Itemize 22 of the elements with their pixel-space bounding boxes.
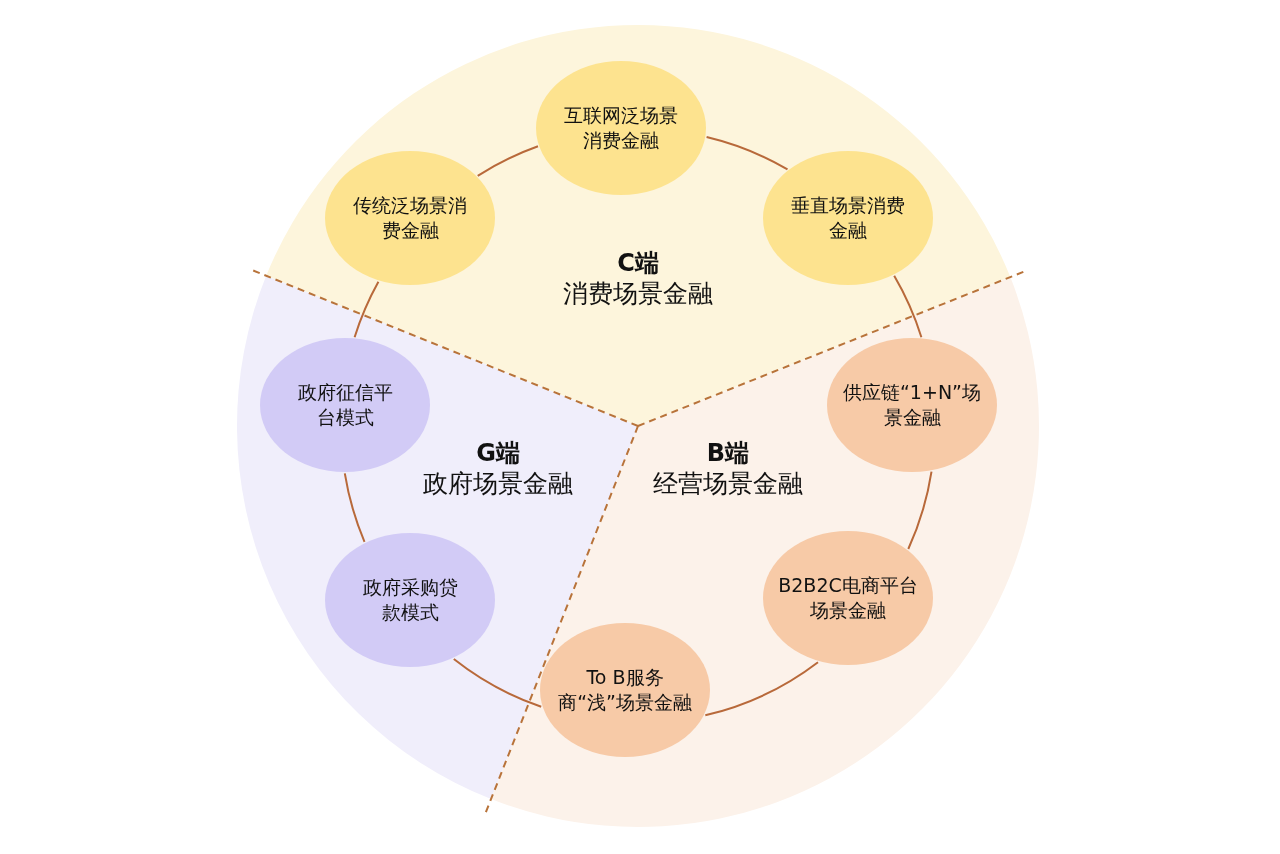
ring-connector: [893, 274, 923, 339]
ring-connector: [343, 472, 366, 543]
sector-heading: B端: [705, 438, 751, 468]
node-text: 政府征信平台模式: [296, 380, 394, 430]
node-text: 供应链“1+N”场景金融: [842, 380, 982, 430]
ring-connector: [452, 658, 543, 708]
sector-title: 消费场景金融: [562, 278, 714, 310]
ring-connector: [704, 661, 819, 717]
sector-title: 经营场景金融: [652, 468, 804, 500]
node-text: 传统泛场景消费金融: [352, 193, 468, 243]
ring-connector: [705, 136, 789, 171]
sector-title: 政府场景金融: [422, 468, 574, 500]
ring-connector: [907, 470, 933, 550]
node-text: B2B2C电商平台场景金融: [777, 573, 919, 623]
node-text: 互联网泛场景消费金融: [563, 103, 679, 153]
ring-connector: [353, 280, 380, 339]
ring-connector: [476, 145, 539, 177]
sector-heading: G端: [475, 438, 521, 468]
node-text: To B服务商“浅”场景金融: [557, 665, 693, 715]
node-text: 政府采购贷款模式: [361, 575, 459, 625]
node-text: 垂直场景消费金融: [790, 193, 906, 243]
sector-heading: C端: [616, 248, 660, 278]
